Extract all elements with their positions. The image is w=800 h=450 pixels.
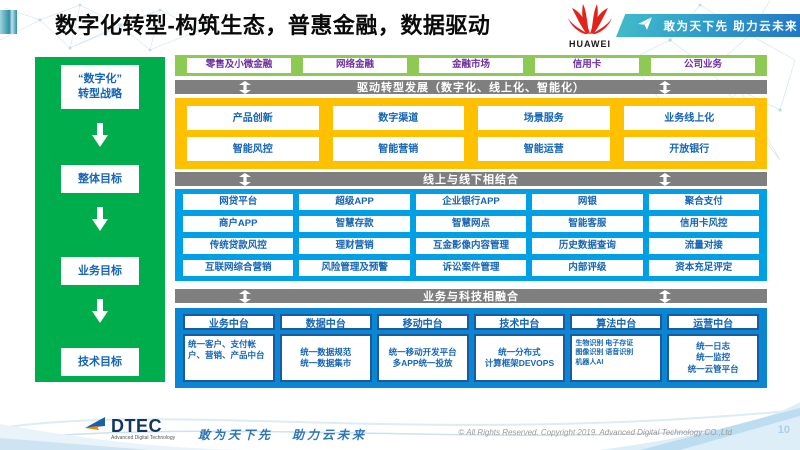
platform-body[interactable]: 统一分布式 计算框架DEVOPS	[473, 334, 566, 382]
application-box[interactable]: 诉讼案件管理	[415, 260, 527, 276]
capability-box[interactable]: 智能运营	[478, 137, 610, 161]
down-arrow-icon	[92, 123, 108, 152]
capability-box[interactable]: 业务线上化	[623, 106, 755, 130]
banner-slogan-text: 敢为天下先 助力云未来	[663, 20, 799, 33]
main-diagram: 零售及小微金融 网络金融 金融市场 信用卡 公司业务 驱动转型发展（数字化、线上…	[175, 55, 767, 388]
adtec-arrow-icon	[85, 416, 107, 441]
application-box[interactable]: 智慧网点	[415, 216, 527, 232]
updown-arrow-icon	[239, 81, 251, 97]
adtec-logo: DTEC Advanced Digital Technology	[85, 416, 175, 441]
application-box[interactable]: 风险管理及预警	[299, 260, 410, 276]
updown-arrow-icon	[659, 290, 671, 306]
business-line-box[interactable]: 网络金融	[303, 58, 407, 73]
business-line-box[interactable]: 公司业务	[651, 58, 755, 73]
section-bar-label: 业务与科技相融合	[423, 291, 519, 303]
page-title: 数字化转型-构筑生态，普惠金融，数据驱动	[55, 13, 491, 38]
business-line-box[interactable]: 信用卡	[535, 58, 639, 73]
platform-title[interactable]: 业务中台	[183, 314, 275, 330]
application-box[interactable]: 历史数据查询	[532, 238, 643, 254]
middle-platform-grid: 业务中台 统一客户、支付帐户、营销、产品中台 数据中台 统一数据规范 统一数据集…	[175, 308, 767, 388]
platform-body[interactable]: 统一客户、支付帐户、营销、产品中台	[183, 334, 275, 382]
updown-arrow-icon	[659, 81, 671, 97]
section-bar-label: 驱动转型发展（数字化、线上化、智能化）	[357, 82, 585, 94]
platform-column-tech: 技术中台 统一分布式 计算框架DEVOPS	[473, 314, 566, 382]
platform-title[interactable]: 运营中台	[667, 314, 759, 330]
application-grid: 网贷平台 超级APP 企业银行APP 网银 聚合支付 商户APP 智慧存款 智慧…	[175, 189, 767, 281]
application-box[interactable]: 互金影像内容管理	[415, 238, 527, 254]
capability-box[interactable]: 智能风控	[187, 137, 319, 161]
capability-box[interactable]: 数字渠道	[332, 106, 464, 130]
sidebar-item-tech-goal[interactable]: 技术目标	[61, 348, 139, 376]
application-box[interactable]: 超级APP	[299, 194, 410, 210]
platform-body[interactable]: 生物识别 电子存证 图像识别 语音识别 机器人AI	[570, 334, 663, 382]
application-box[interactable]: 内部评级	[532, 260, 643, 276]
title-accent-bar	[0, 10, 17, 34]
updown-arrow-icon	[239, 173, 251, 189]
section-bar-drive-transformation: 驱动转型发展（数字化、线上化、智能化）	[175, 80, 767, 94]
footer-slogan: 敢为天下先 助力云未来	[198, 428, 368, 442]
down-arrow-icon	[92, 299, 108, 328]
capability-box[interactable]: 开放银行	[623, 137, 755, 161]
application-box[interactable]: 资本充足评定	[648, 260, 759, 276]
business-lines-band: 零售及小微金融 网络金融 金融市场 信用卡 公司业务	[175, 55, 767, 76]
updown-arrow-icon	[659, 173, 671, 189]
business-line-box[interactable]: 金融市场	[419, 58, 523, 73]
business-line-box[interactable]: 零售及小微金融	[187, 58, 291, 73]
paper-plane-icon	[637, 15, 654, 36]
application-box[interactable]: 理财营销	[299, 238, 410, 254]
application-box[interactable]: 智能客服	[532, 216, 643, 232]
platform-body[interactable]: 统一移动开发平台 多APP统一投放	[376, 334, 469, 382]
capability-box[interactable]: 智能营销	[332, 137, 464, 161]
huawei-flower-icon	[568, 4, 612, 38]
capability-grid: 产品创新 数字渠道 场景服务 业务线上化 智能风控 智能营销 智能运营 开放银行	[175, 98, 767, 169]
application-box[interactable]: 互联网综合营销	[183, 260, 294, 276]
capability-box[interactable]: 产品创新	[187, 106, 319, 130]
platform-column-operation: 运营中台 统一日志 统一监控 统一云管平台	[667, 314, 759, 382]
platform-column-algorithm: 算法中台 生物识别 电子存证 图像识别 语音识别 机器人AI	[570, 314, 663, 382]
application-box[interactable]: 商户APP	[183, 216, 294, 232]
application-box[interactable]: 企业银行APP	[415, 194, 527, 210]
application-box[interactable]: 流量对接	[648, 238, 759, 254]
copyright-text: © All Rights Reserved. Copyright 2019. A…	[458, 428, 732, 437]
capability-box[interactable]: 场景服务	[478, 106, 610, 130]
platform-column-business: 业务中台 统一客户、支付帐户、营销、产品中台	[183, 314, 275, 382]
updown-arrow-icon	[239, 290, 251, 306]
sidebar-item-strategy[interactable]: “数字化” 转型战略	[61, 65, 139, 109]
page-number: 10	[777, 424, 790, 436]
huawei-logo: HUAWEI	[566, 4, 614, 49]
platform-title[interactable]: 数据中台	[279, 314, 372, 330]
section-bar-online-offline: 线上与线下相结合	[175, 172, 767, 186]
sidebar-item-business-goal[interactable]: 业务目标	[61, 257, 139, 285]
application-box[interactable]: 网贷平台	[183, 194, 294, 210]
platform-title[interactable]: 算法中台	[570, 314, 663, 330]
application-box[interactable]: 信用卡风控	[648, 216, 759, 232]
down-arrow-icon	[92, 207, 108, 236]
sidebar-item-overall-goal[interactable]: 整体目标	[61, 165, 139, 193]
adtec-subtitle: Advanced Digital Technology	[111, 435, 176, 441]
section-bar-business-tech: 业务与科技相融合	[175, 289, 767, 303]
huawei-wordmark: HUAWEI	[569, 39, 611, 49]
platform-title[interactable]: 技术中台	[473, 314, 566, 330]
application-box[interactable]: 网银	[532, 194, 643, 210]
slogan-banner: 敢为天下先 助力云未来	[616, 14, 800, 37]
platform-column-data: 数据中台 统一数据规范 统一数据集市	[279, 314, 372, 382]
platform-body[interactable]: 统一数据规范 统一数据集市	[279, 334, 372, 382]
application-box[interactable]: 聚合支付	[648, 194, 759, 210]
strategy-sidebar: “数字化” 转型战略 整体目标 业务目标 技术目标	[35, 57, 165, 382]
section-bar-label: 线上与线下相结合	[423, 174, 519, 186]
adtec-wordmark: DTEC	[111, 416, 162, 436]
platform-body[interactable]: 统一日志 统一监控 统一云管平台	[667, 334, 759, 382]
platform-title[interactable]: 移动中台	[376, 314, 469, 330]
application-box[interactable]: 传统贷款风控	[183, 238, 294, 254]
platform-column-mobile: 移动中台 统一移动开发平台 多APP统一投放	[376, 314, 469, 382]
application-box[interactable]: 智慧存款	[299, 216, 410, 232]
